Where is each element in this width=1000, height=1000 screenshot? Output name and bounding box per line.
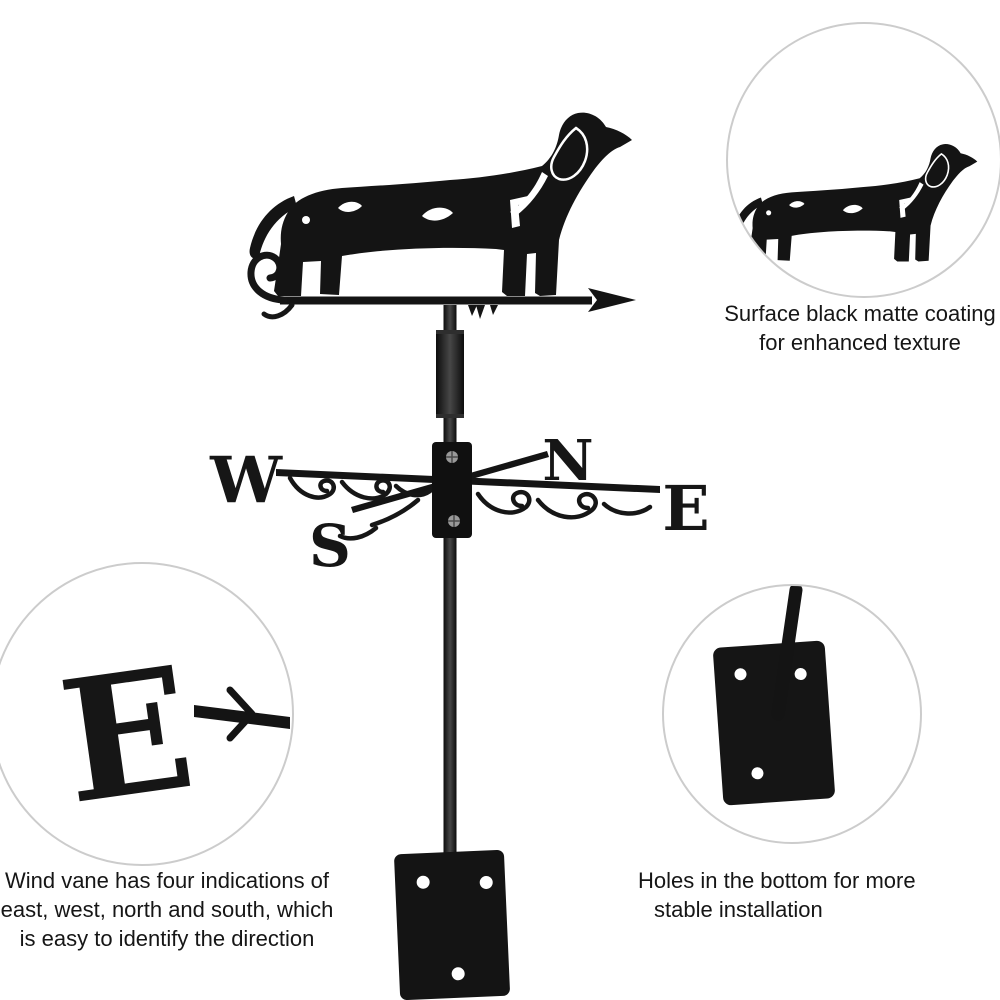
arrowhead <box>588 288 636 312</box>
mounting-plate <box>394 849 510 1000</box>
plate-hole <box>751 767 764 780</box>
coating-detail-art <box>731 143 979 263</box>
detail-circle-mounting <box>662 584 922 844</box>
direction-letter-south: S <box>309 512 351 580</box>
hub-screw-top <box>446 451 458 463</box>
direction-letter-north: N <box>542 428 593 494</box>
caption-mounting-line1: Holes in the bottom for more <box>638 868 916 893</box>
direction-letter-east: E <box>662 472 709 545</box>
caption-directions-line2: east, west, north and south, which <box>0 897 334 922</box>
plate-hole <box>416 875 430 889</box>
arm-bracket <box>226 686 256 742</box>
ornamental-arrow <box>247 251 636 320</box>
plate-hole <box>451 967 465 981</box>
caption-coating-line2: for enhanced texture <box>759 330 961 355</box>
plate-hole <box>794 668 807 681</box>
caption-mounting: Holes in the bottom for more stable inst… <box>638 866 948 924</box>
detail-plate <box>713 640 835 806</box>
caption-mounting-line2: stable installation <box>654 897 823 922</box>
direction-letter-west: W <box>209 443 283 518</box>
detail-rod <box>771 586 803 721</box>
detail-circle-coating <box>726 22 1000 298</box>
rod-sleeve <box>436 330 464 418</box>
scrollwork-ornament <box>287 475 653 541</box>
hub-screw-bottom <box>448 515 460 527</box>
letter-arm <box>194 705 290 729</box>
plate-hole <box>734 668 747 681</box>
weathervane-illustration: W N E S <box>209 111 710 1000</box>
direction-detail-art: E <box>50 628 290 842</box>
dachshund-closeup <box>731 143 979 263</box>
direction-cross: W N E S <box>209 428 710 580</box>
detail-circle-direction: E <box>0 562 294 866</box>
dachshund-figure <box>248 111 634 298</box>
plate-hole <box>479 875 493 889</box>
mounting-detail-art <box>713 586 835 806</box>
center-hub <box>432 442 472 538</box>
caption-directions-line3: is easy to identify the direction <box>19 926 315 951</box>
detail-letter-east: E <box>50 628 204 842</box>
caption-directions-line1: Wind vane has four indications of <box>4 868 330 893</box>
caption-coating: Surface black matte coating for enhanced… <box>700 299 1000 357</box>
caption-coating-line1: Surface black matte coating <box>724 301 996 326</box>
caption-directions: Wind vane has four indications of east, … <box>0 866 334 953</box>
